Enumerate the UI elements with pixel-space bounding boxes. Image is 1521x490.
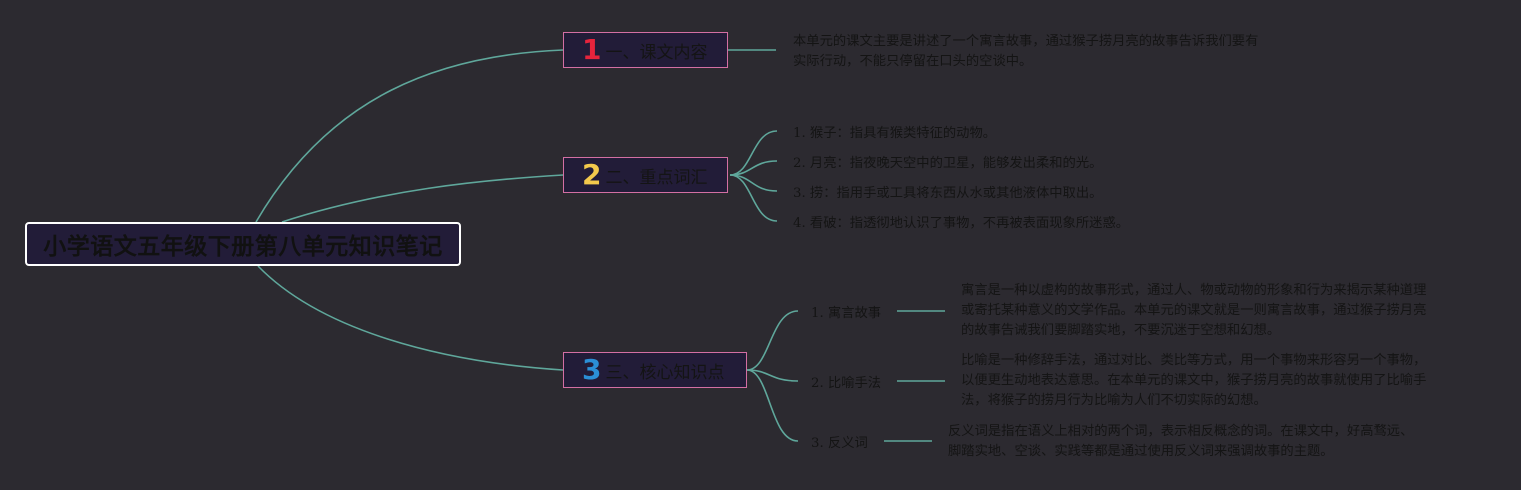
vocab-item[interactable]: 1. 猴子：指具有猴类特征的动物。: [793, 126, 997, 141]
subtopic-metaphor[interactable]: 2. 比喻手法: [811, 376, 882, 391]
vocab-item[interactable]: 4. 看破：指透彻地认识了事物，不再被表面现象所迷惑。: [793, 216, 1130, 231]
note-line: 实际行动，不能只停留在口头的空谈中。: [793, 54, 1033, 69]
link-branch2-item1: [729, 130, 778, 176]
note-course-content: 本单元的课文主要是讲述了一个寓言故事，通过猴子捞月亮的故事告诉我们要有 实际行动…: [793, 32, 1313, 72]
note-line: 法，将猴子的捞月行为比喻为人们不切实际的幻想。: [961, 393, 1267, 408]
link-root-branch1: [255, 49, 564, 223]
link-root-branch2: [281, 174, 564, 223]
link-branch3-sub3: [746, 369, 799, 442]
branch-label: 一、课文内容: [605, 42, 708, 63]
branch-label: 三、核心知识点: [605, 362, 725, 383]
note-fable: 寓言是一种以虚构的故事形式，通过人、物或动物的形象和行为来揭示某种道理 或寄托某…: [961, 281, 1481, 341]
number-badge: 3: [582, 353, 602, 386]
number-badge: 1: [582, 33, 602, 66]
note-line: 脚踏实地、空谈、实践等都是通过使用反义词来强调故事的主题。: [948, 444, 1334, 459]
note-line: 反义词是指在语义上相对的两个词，表示相反概念的词。在课文中，好高骛远、: [948, 424, 1414, 439]
note-antonyms: 反义词是指在语义上相对的两个词，表示相反概念的词。在课文中，好高骛远、 脚踏实地…: [948, 422, 1468, 462]
root-topic[interactable]: 小学语文五年级下册第八单元知识笔记: [25, 222, 461, 266]
subtopic-antonyms[interactable]: 3. 反义词: [811, 436, 868, 451]
subtopic-fable[interactable]: 1. 寓言故事: [811, 306, 882, 321]
note-line: 寓言是一种以虚构的故事形式，通过人、物或动物的形象和行为来揭示某种道理: [961, 283, 1427, 298]
number-badge: 2: [582, 158, 602, 191]
vocab-item[interactable]: 2. 月亮：指夜晚天空中的卫星，能够发出柔和的光。: [793, 156, 1103, 171]
branch-course-content[interactable]: 1 一、课文内容: [563, 32, 728, 68]
link-branch2-item4: [729, 174, 778, 222]
branch-label: 二、重点词汇: [605, 167, 708, 188]
note-line: 或寄托某种意义的文学作品。本单元的课文就是一则寓言故事，通过猴子捞月亮: [961, 303, 1427, 318]
note-line: 以便更生动地表达意思。在本单元的课文中，猴子捞月亮的故事就使用了比喻手: [961, 373, 1427, 388]
link-root-branch3: [257, 265, 564, 371]
note-metaphor: 比喻是一种修辞手法，通过对比、类比等方式，用一个事物来形容另一个事物， 以便更生…: [961, 351, 1481, 411]
note-line: 的故事告诫我们要脚踏实地，不要沉迷于空想和幻想。: [961, 323, 1281, 338]
branch-key-vocabulary[interactable]: 2 二、重点词汇: [563, 157, 728, 193]
note-line: 比喻是一种修辞手法，通过对比、类比等方式，用一个事物来形容另一个事物，: [961, 353, 1427, 368]
link-branch3-sub1: [746, 310, 799, 371]
vocab-item[interactable]: 3. 捞：指用手或工具将东西从水或其他液体中取出。: [793, 186, 1103, 201]
link-branch3-sub2: [746, 369, 799, 382]
note-line: 本单元的课文主要是讲述了一个寓言故事，通过猴子捞月亮的故事告诉我们要有: [793, 34, 1259, 49]
branch-core-knowledge[interactable]: 3 三、核心知识点: [563, 352, 747, 388]
